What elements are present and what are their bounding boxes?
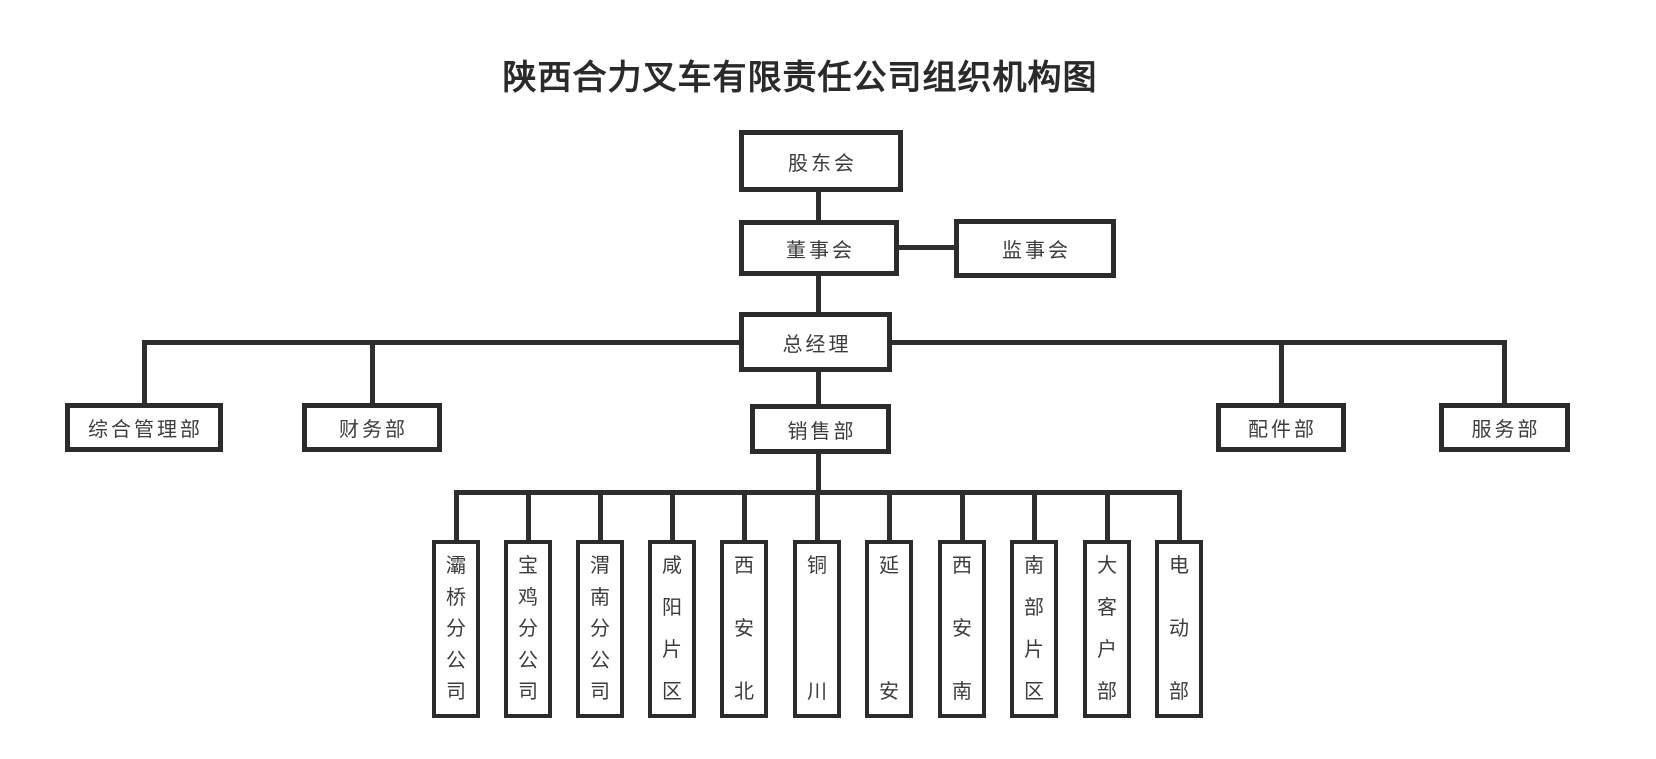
connector-drop-xian-south [960, 492, 965, 540]
connector-sales-bus [816, 454, 821, 492]
connector-drop-weinan [598, 492, 603, 540]
node-branch-xian-north: 西安北 [720, 540, 768, 718]
node-branch-xian-south: 西安南 [938, 540, 986, 718]
connector-drop-south-area [1032, 492, 1037, 540]
connector-board-gm [816, 276, 821, 312]
connector-board-supervisory [897, 245, 954, 250]
node-dept-general-management: 综合管理部 [65, 403, 223, 452]
node-shareholders-meeting: 股东会 [739, 130, 903, 192]
node-branch-south-area: 南部片区 [1010, 540, 1058, 718]
node-dept-service: 服务部 [1439, 403, 1570, 452]
node-branch-xianyang: 咸阳片区 [648, 540, 696, 718]
connector-drop-baoji [526, 492, 531, 540]
node-branch-baoji: 宝鸡分公司 [504, 540, 552, 718]
connector-drop-yanan [887, 492, 892, 540]
connector-gm-right-arm [892, 340, 1507, 345]
node-branch-yanan: 延安 [865, 540, 913, 718]
connector-drop-key-accounts [1105, 492, 1110, 540]
node-branch-baqiao: 灞桥分公司 [432, 540, 480, 718]
connector-drop-xian-north [742, 492, 747, 540]
node-general-manager: 总经理 [739, 312, 892, 372]
node-dept-sales: 销售部 [750, 404, 891, 454]
node-dept-parts: 配件部 [1216, 403, 1346, 452]
connector-drop-general-management [142, 340, 147, 403]
chart-title: 陕西合力叉车有限责任公司组织机构图 [502, 59, 1098, 97]
connector-drop-tongchuan [815, 492, 820, 540]
node-branch-weinan: 渭南分公司 [576, 540, 624, 718]
node-supervisory-board: 监事会 [954, 219, 1116, 278]
connector-drop-electric [1177, 492, 1182, 540]
node-branch-electric: 电动部 [1155, 540, 1203, 718]
node-board-of-directors: 董事会 [739, 220, 899, 276]
connector-drop-baqiao [454, 492, 459, 540]
connector-drop-parts [1279, 340, 1284, 403]
connector-drop-finance [370, 340, 375, 403]
node-branch-key-accounts: 大客户部 [1083, 540, 1131, 718]
node-dept-finance: 财务部 [302, 403, 442, 452]
connector-gm-sales [816, 372, 821, 404]
node-branch-tongchuan: 铜川 [793, 540, 841, 718]
connector-shareholders-board [816, 192, 821, 220]
connector-drop-xianyang [670, 492, 675, 540]
connector-gm-left-arm [142, 340, 739, 345]
connector-drop-service [1502, 340, 1507, 403]
